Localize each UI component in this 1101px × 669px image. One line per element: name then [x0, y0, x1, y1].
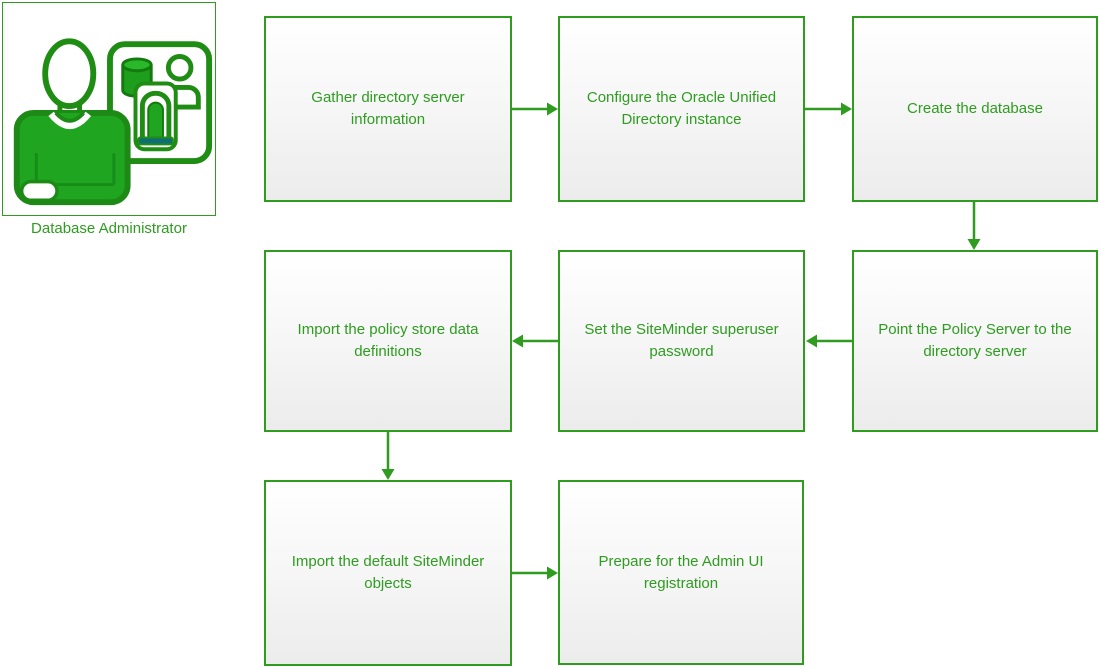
- step-label: Create the database: [907, 100, 1043, 118]
- arrow-right-step7-step8: [511, 563, 559, 583]
- step-label: Set the SiteMinder superuser password: [584, 321, 779, 360]
- step-label: Import the default SiteMinder objects: [291, 553, 485, 592]
- step-box-import-policy-store-definitions: Import the policy store data definitions: [264, 250, 512, 432]
- step-label: Import the policy store data definitions: [297, 321, 479, 360]
- step-label: Configure the Oracle Unified Directory i…: [586, 89, 777, 128]
- step-label: Point the Policy Server to the directory…: [878, 321, 1072, 360]
- arrow-left-step5-step6: [511, 331, 559, 351]
- step-box-configure-oud-instance: Configure the Oracle Unified Directory i…: [558, 16, 805, 202]
- arrow-right-step1-step2: [511, 99, 559, 119]
- arrow-down-step6-step7: [378, 431, 398, 481]
- step-box-create-database: Create the database: [852, 16, 1098, 202]
- step-label: Gather directory server information: [311, 89, 465, 128]
- database-administrator-icon-graphic: [13, 38, 213, 206]
- arrow-down-step3-step4: [964, 201, 984, 251]
- step-box-import-default-objects: Import the default SiteMinder objects: [264, 480, 512, 666]
- arrow-left-step4-step5: [805, 331, 853, 351]
- step-label: Prepare for the Admin UI registration: [598, 552, 764, 592]
- step-box-gather-directory-info: Gather directory server information: [264, 16, 512, 202]
- database-administrator-icon: [2, 2, 216, 216]
- step-box-set-superuser-password: Set the SiteMinder superuser password: [558, 250, 805, 432]
- arrow-right-step2-step3: [805, 99, 853, 119]
- actor-label: Database Administrator: [31, 220, 187, 237]
- step-box-point-policy-server: Point the Policy Server to the directory…: [852, 250, 1098, 432]
- step-box-prepare-adminui-registration: Prepare for the Admin UI registration: [558, 480, 804, 665]
